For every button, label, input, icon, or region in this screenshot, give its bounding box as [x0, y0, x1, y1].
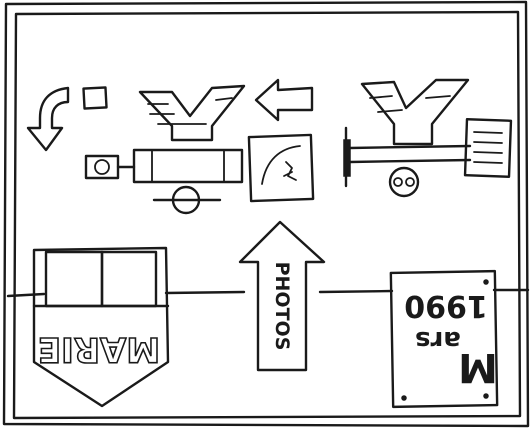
- marie-pennant: [34, 248, 168, 406]
- mars-year-label: 1990: [404, 288, 488, 323]
- mars-month-label: ars: [415, 325, 461, 355]
- curved-arrow-icon: [28, 88, 68, 150]
- left-arrow-icon: [256, 80, 312, 120]
- y-shaped-scale-icon: [86, 86, 244, 213]
- y-shaped-scale-icon: [344, 80, 470, 196]
- mars-initial-label: M: [458, 344, 498, 390]
- photos-label: PHOTOS: [271, 262, 293, 351]
- document-icon: [465, 119, 511, 177]
- photo-frame-icon: [249, 135, 313, 201]
- small-square-icon: [83, 87, 106, 108]
- marie-label: MARIE: [38, 329, 160, 369]
